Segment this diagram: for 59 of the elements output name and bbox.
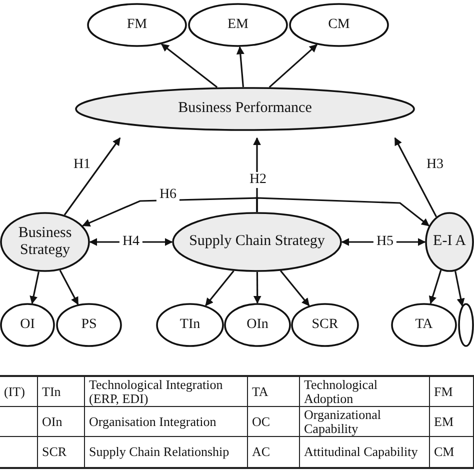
table-cell-text: TA <box>252 384 268 398</box>
arrow <box>454 270 465 306</box>
node-label: TA <box>415 316 433 334</box>
arrow <box>236 46 244 88</box>
measure-ellipse <box>458 303 474 347</box>
arrow <box>82 197 258 227</box>
table-cell-text: OC <box>252 414 270 428</box>
measure-ellipse <box>87 3 187 47</box>
table-cell-text: EM <box>434 414 454 428</box>
measure-ellipse <box>391 303 457 347</box>
construct-ellipse <box>0 212 90 272</box>
table-cell-text: Supply Chain Relationship <box>89 445 230 459</box>
node-label: EM <box>228 16 248 34</box>
arrow <box>59 270 79 305</box>
table-cell-text: Technological Integration (ERP, EDI) <box>89 378 224 406</box>
table-cell-text: Organizational Capability <box>304 408 382 436</box>
node-label: OIn <box>246 316 268 334</box>
node-label: FM <box>126 16 148 34</box>
node-label: Business Performance <box>178 100 312 118</box>
arrow <box>205 270 234 306</box>
table-cell-text: AC <box>252 445 270 459</box>
arrow <box>64 137 121 216</box>
construct-ellipse <box>425 212 474 272</box>
measure-ellipse <box>156 303 224 347</box>
arrow <box>268 44 318 88</box>
node-label: Business Strategy <box>17 224 73 260</box>
node-label: TIn <box>180 316 200 334</box>
table-cell-text: CM <box>434 445 454 459</box>
arrow <box>30 272 40 304</box>
construct-ellipse <box>172 212 342 272</box>
measure-ellipse <box>188 3 288 47</box>
table-cell-text: (IT) <box>4 384 25 398</box>
table-cell-text: OIn <box>42 414 62 428</box>
measure-ellipse <box>289 3 389 47</box>
table-cell-text: FM <box>434 384 453 398</box>
table-cell-text: Organisation Integration <box>89 414 216 428</box>
measure-ellipse <box>56 303 122 347</box>
node-label: CM <box>328 16 350 34</box>
node-label: SCR <box>312 316 338 334</box>
arrow <box>428 270 442 304</box>
node-label: E-I A <box>433 233 466 251</box>
measure-ellipse <box>291 303 359 347</box>
node-label: Supply Chain Strategy <box>189 233 325 251</box>
arrow <box>256 197 430 226</box>
construct-ellipse <box>75 87 415 131</box>
node-label: PS <box>81 316 97 334</box>
arrow <box>160 43 218 88</box>
measure-ellipse <box>0 303 55 347</box>
arrow <box>394 137 437 218</box>
arrow <box>280 270 310 306</box>
measure-ellipse <box>224 303 291 347</box>
edge-label: H6 <box>156 187 180 203</box>
arrow <box>253 272 262 304</box>
node-label: OI <box>20 316 35 334</box>
table-cell-text: TIn <box>42 384 61 398</box>
table-cell-text: SCR <box>42 445 67 459</box>
table-cell-text: Attitudinal Capability <box>304 445 418 459</box>
table-cell-text: Technological Adoption <box>304 378 378 406</box>
arrow <box>341 238 426 246</box>
